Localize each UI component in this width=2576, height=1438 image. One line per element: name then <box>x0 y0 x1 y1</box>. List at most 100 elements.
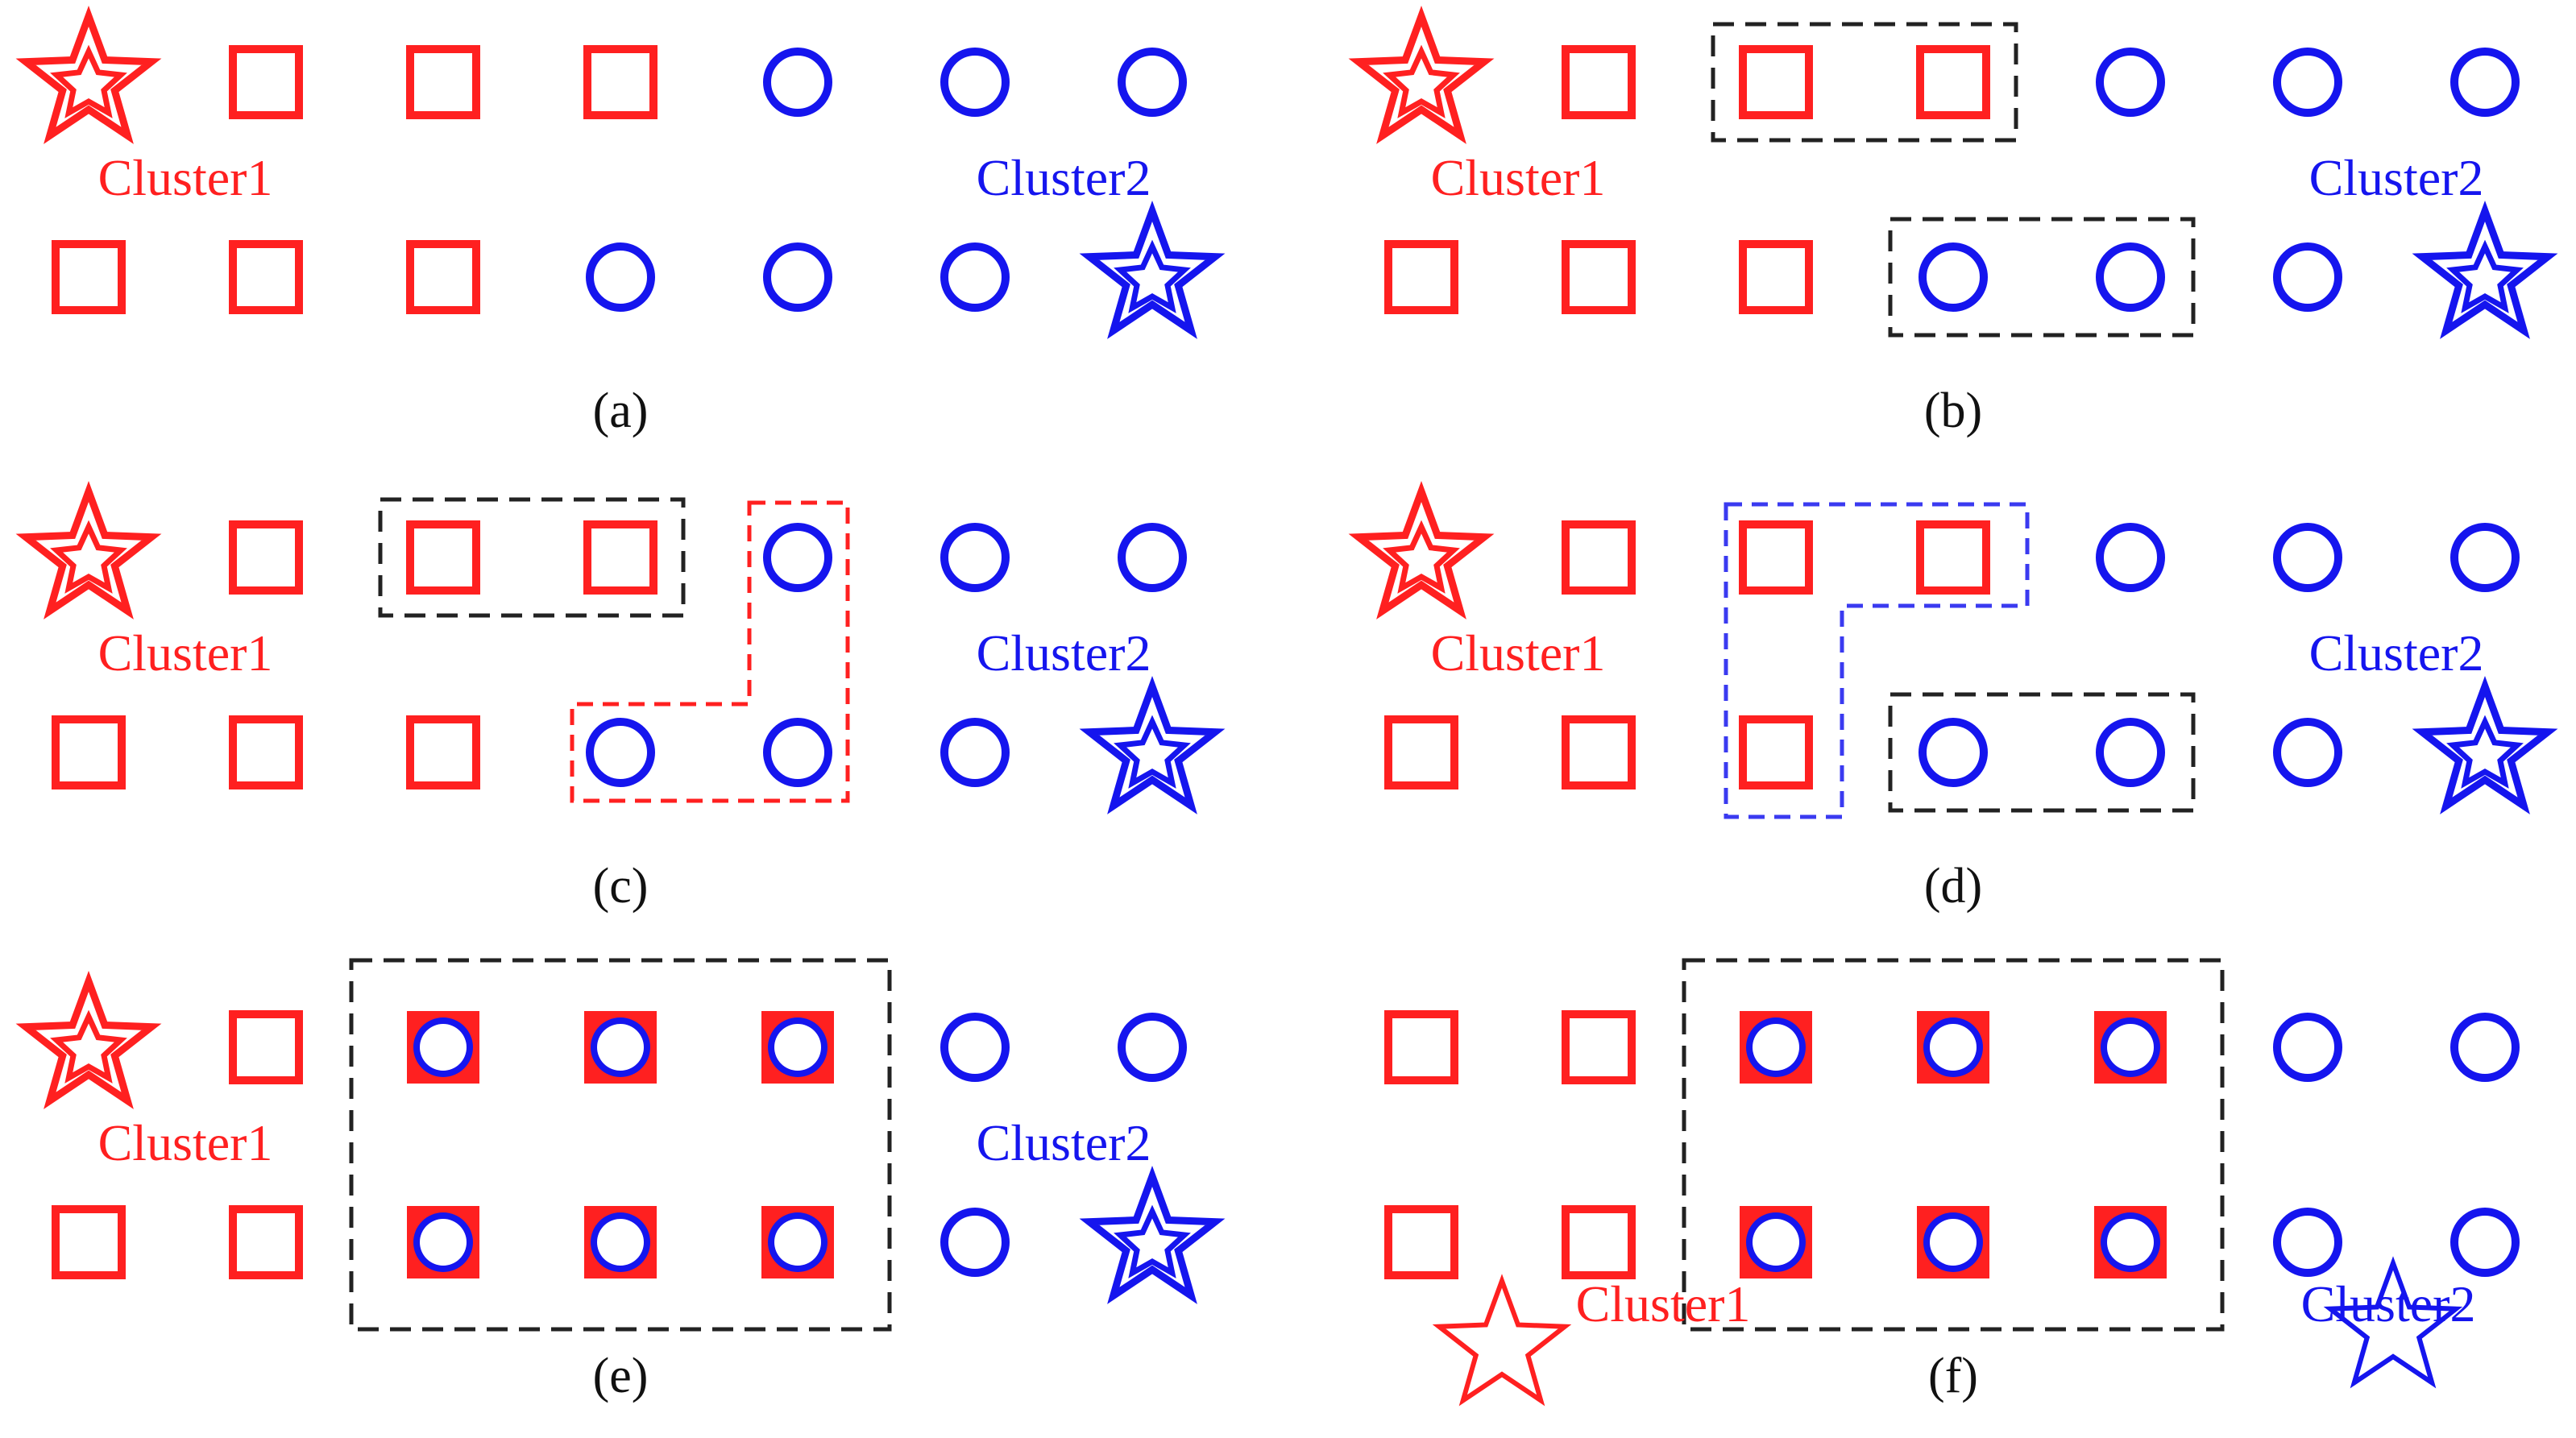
cluster1-square-point <box>406 45 480 119</box>
cluster2-circle-point <box>2450 1208 2520 1277</box>
overlapping-point <box>407 1206 479 1278</box>
panel-caption: (f) <box>1928 1349 1978 1403</box>
cluster2-circle-point <box>586 242 655 312</box>
cluster2-circle-point <box>940 1208 1010 1277</box>
star-inner-outline <box>2446 715 2524 789</box>
cluster2-circle-point <box>2450 48 2520 117</box>
cluster1-center-star-icon <box>15 5 162 144</box>
cluster2-circle-point <box>1919 718 1988 787</box>
cluster1-center-star-icon <box>1348 5 1495 144</box>
cluster1-center-star-icon <box>15 480 162 620</box>
grouping-box-black <box>1888 217 2196 338</box>
star-inner-outline <box>1383 520 1460 594</box>
star-inner-outline <box>2446 239 2524 313</box>
panel-caption: (e) <box>593 1349 649 1403</box>
cluster1-square-point <box>406 240 480 314</box>
overlap-circle-inner <box>1930 1024 1977 1071</box>
cluster2-circle-point <box>763 523 832 592</box>
cluster1-square-point <box>1739 45 1813 119</box>
cluster1-label: Cluster1 <box>98 624 273 682</box>
cluster2-center-star-icon <box>1079 200 1226 339</box>
cluster2-circle-point <box>2273 1013 2342 1082</box>
cluster2-center-star-icon <box>2412 675 2558 814</box>
grouping-box-black <box>1888 692 2196 813</box>
overlap-circle-inner <box>1930 1219 1977 1266</box>
grouping-box-black <box>1711 22 2018 143</box>
star-outer-outline <box>15 5 162 144</box>
cluster2-center-star-icon <box>1079 675 1226 814</box>
star-inner-outline <box>1114 715 1191 789</box>
cluster1-square-point <box>229 520 303 595</box>
star-outer-outline <box>1079 675 1226 814</box>
cluster1-label: Cluster1 <box>1431 624 1606 682</box>
star-inner-outline <box>50 44 127 118</box>
cluster1-square-point <box>1916 45 1990 119</box>
cluster1-square-point <box>1562 1205 1636 1279</box>
star-outer-outline <box>1348 480 1495 620</box>
cluster2-circle-point <box>2273 48 2342 117</box>
panel-caption: (a) <box>593 383 649 438</box>
cluster1-square-point <box>229 1205 303 1279</box>
star-outer-outline <box>15 480 162 620</box>
cluster2-circle-point <box>2273 718 2342 787</box>
overlapping-point <box>584 1011 657 1084</box>
overlap-circle-inner <box>420 1219 467 1266</box>
overlap-circle-inner <box>774 1219 821 1266</box>
overlap-circle-inner <box>597 1219 644 1266</box>
overlapping-point <box>584 1206 657 1278</box>
cluster1-square-point <box>1562 715 1636 789</box>
cluster1-square-point <box>229 1010 303 1084</box>
star-outer-outline <box>1348 5 1495 144</box>
cluster2-circle-point <box>1118 1013 1187 1082</box>
cluster2-label: Cluster2 <box>2309 149 2484 206</box>
star-inner-outline <box>50 1009 127 1084</box>
cluster2-circle-point <box>763 48 832 117</box>
cluster1-label: Cluster1 <box>98 1114 273 1171</box>
overlapping-point <box>1917 1011 1989 1084</box>
overlap-circle-inner <box>2107 1024 2154 1071</box>
grouping-box-black <box>1682 958 2225 1332</box>
cluster1-square-point <box>1739 715 1813 789</box>
cluster2-label: Cluster2 <box>977 624 1151 682</box>
star-inner-outline <box>1114 1204 1191 1278</box>
cluster2-center-star-icon <box>1079 1165 1226 1304</box>
panel-caption: (c) <box>593 859 649 914</box>
cluster2-circle-point <box>2273 1208 2342 1277</box>
grouping-box-red <box>570 500 850 803</box>
overlap-circle-inner <box>1753 1024 1799 1071</box>
star-outer-outline <box>2412 675 2558 814</box>
cluster2-circle-point <box>586 718 655 787</box>
grouping-box-black <box>349 958 892 1332</box>
cluster1-square-point <box>1562 1010 1636 1084</box>
cluster2-circle-point <box>940 523 1010 592</box>
cluster1-label: Cluster1 <box>1576 1275 1751 1332</box>
cluster2-circle-point <box>2450 1013 2520 1082</box>
grouping-box-blue <box>1724 502 2030 819</box>
cluster1-square-point <box>406 520 480 595</box>
panel-caption: (b) <box>1924 383 1982 438</box>
cluster1-square-point <box>583 45 657 119</box>
cluster1-square-point <box>52 1205 126 1279</box>
cluster2-circle-point <box>940 48 1010 117</box>
cluster2-circle-point <box>2096 523 2165 592</box>
overlapping-point <box>1740 1011 1812 1084</box>
cluster1-square-point <box>583 520 657 595</box>
overlapping-point <box>761 1206 834 1278</box>
overlap-circle-inner <box>2107 1219 2154 1266</box>
overlap-circle-inner <box>597 1024 644 1071</box>
overlapping-point <box>2094 1011 2167 1084</box>
cluster1-square-point <box>1739 520 1813 595</box>
star-inner-outline <box>50 520 127 594</box>
cluster1-square-point <box>52 240 126 314</box>
cluster1-square-point <box>229 715 303 789</box>
star-outer-outline <box>15 970 162 1109</box>
cluster2-circle-point <box>2273 242 2342 312</box>
cluster1-square-point <box>1562 240 1636 314</box>
overlapping-point <box>1917 1206 1989 1278</box>
